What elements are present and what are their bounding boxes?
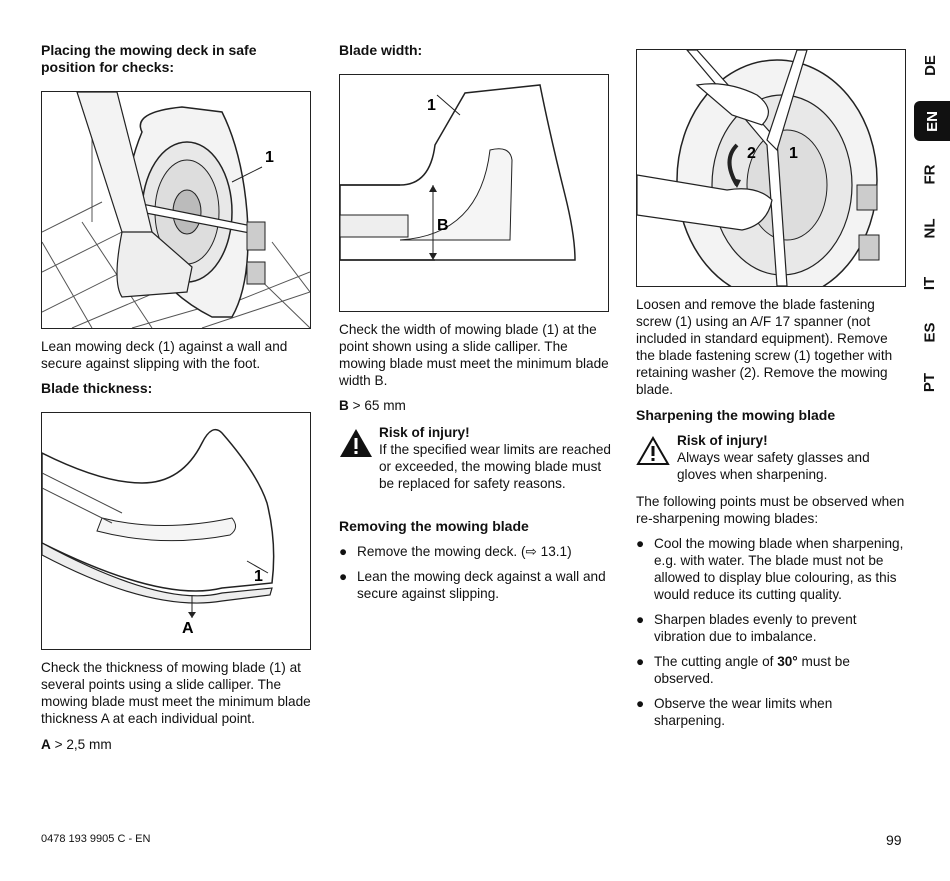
tab-nl[interactable]: NL bbox=[914, 211, 946, 245]
list-item: ●Sharpen blades evenly to prevent vibrat… bbox=[636, 612, 857, 644]
warning-title: Risk of injury! bbox=[379, 425, 470, 440]
paragraph-lean-deck: Lean mowing deck (1) against a wall and … bbox=[41, 339, 288, 371]
heading-blade-width: Blade width: bbox=[339, 42, 423, 58]
paragraph-check-width: Check the width of mowing blade (1) at t… bbox=[339, 321, 609, 389]
tab-pt[interactable]: PT bbox=[914, 365, 946, 399]
tab-de[interactable]: DE bbox=[914, 48, 946, 82]
list-item: ●Cool the mowing blade when sharpening, … bbox=[636, 536, 904, 602]
footer-page-number: 99 bbox=[886, 832, 902, 848]
warning-filled-icon bbox=[340, 429, 372, 457]
list-item-text: Cool the mowing blade when sharpening, e… bbox=[654, 536, 904, 602]
heading-safe-position: Placing the mowing deck in safe position… bbox=[41, 42, 257, 75]
warning-title: Risk of injury! bbox=[677, 433, 768, 448]
figure-mowing-deck-against-wall: 1 bbox=[41, 91, 311, 329]
tab-en[interactable]: EN bbox=[914, 101, 950, 141]
warning-text: Always wear safety glasses and gloves wh… bbox=[677, 450, 870, 482]
language-tabs: DE EN FR NL IT ES PT bbox=[910, 0, 950, 881]
paragraph-check-thickness: Check the thickness of mowing blade (1) … bbox=[41, 659, 311, 727]
callout-1: 1 bbox=[265, 149, 274, 166]
list-item: ●The cutting angle of 30° must be observ… bbox=[636, 654, 850, 686]
heading-removing-blade: Removing the mowing blade bbox=[339, 518, 529, 534]
callout-1: 1 bbox=[427, 97, 436, 114]
warning-text: If the specified wear limits are reached… bbox=[379, 442, 611, 491]
heading-sharpening: Sharpening the mowing blade bbox=[636, 407, 836, 423]
paragraph-intro: The following points must be observed wh… bbox=[636, 494, 905, 526]
tab-label: DE bbox=[921, 54, 939, 76]
figure-remove-blade: 2 1 bbox=[636, 49, 906, 287]
spec-thickness: A > 2,5 mm bbox=[41, 736, 112, 753]
callout-1: 1 bbox=[789, 145, 798, 162]
list-sharpening: ●Cool the mowing blade when sharpening, … bbox=[636, 535, 906, 737]
thickness-text: Check the thickness of mowing blade (1) … bbox=[41, 660, 311, 726]
tab-fr[interactable]: FR bbox=[914, 157, 946, 191]
tab-label: FR bbox=[921, 164, 939, 184]
width-text: Check the width of mowing blade (1) at t… bbox=[339, 322, 609, 388]
list-item: ●Lean the mowing deck against a wall and… bbox=[339, 569, 606, 601]
list-item-text: The cutting angle of bbox=[654, 654, 778, 669]
tab-it[interactable]: IT bbox=[914, 266, 946, 300]
callout-1: 1 bbox=[254, 568, 263, 585]
list-item-text: Observe the wear limits when sharpening. bbox=[654, 696, 833, 728]
spec-label-b: B bbox=[339, 398, 349, 413]
list-item-text: Lean the mowing deck against a wall and … bbox=[357, 569, 606, 601]
warning-outline-icon bbox=[636, 436, 670, 465]
tab-label: NL bbox=[921, 218, 939, 238]
list-item-bold: 30° bbox=[777, 654, 798, 669]
list-item-text: Sharpen blades evenly to prevent vibrati… bbox=[654, 612, 857, 644]
spec-label-a: A bbox=[41, 737, 51, 752]
spec-value-a: > 2,5 mm bbox=[50, 737, 112, 752]
paragraph-loosen-screw: Loosen and remove the blade fastening sc… bbox=[636, 297, 893, 397]
heading-blade-thickness: Blade thickness: bbox=[41, 380, 153, 396]
spec-value-b: > 65 mm bbox=[348, 398, 406, 413]
tab-label: IT bbox=[921, 276, 939, 290]
list-item-text: must be observed. bbox=[654, 654, 850, 686]
list-item: ●Observe the wear limits when sharpening… bbox=[636, 696, 833, 728]
callout-2: 2 bbox=[747, 145, 756, 162]
callout-B: B bbox=[437, 217, 449, 234]
list-removing-blade: ●Remove the mowing deck. (⇨ 13.1) ●Lean … bbox=[339, 543, 609, 610]
list-item: ●Remove the mowing deck. (⇨ 13.1) bbox=[339, 544, 572, 559]
tab-label: ES bbox=[921, 321, 939, 343]
tab-label: EN bbox=[923, 110, 941, 132]
list-item-text: Remove the mowing deck. (⇨ 13.1) bbox=[357, 544, 572, 559]
tab-es[interactable]: ES bbox=[914, 315, 946, 349]
spec-width: B > 65 mm bbox=[339, 397, 406, 414]
figure-blade-thickness: 1 A bbox=[41, 412, 311, 650]
tab-label: PT bbox=[921, 372, 939, 392]
footer-doc-number: 0478 193 9905 C - EN bbox=[41, 833, 151, 845]
figure-blade-width: 1 B bbox=[339, 74, 609, 312]
callout-A: A bbox=[182, 620, 194, 637]
